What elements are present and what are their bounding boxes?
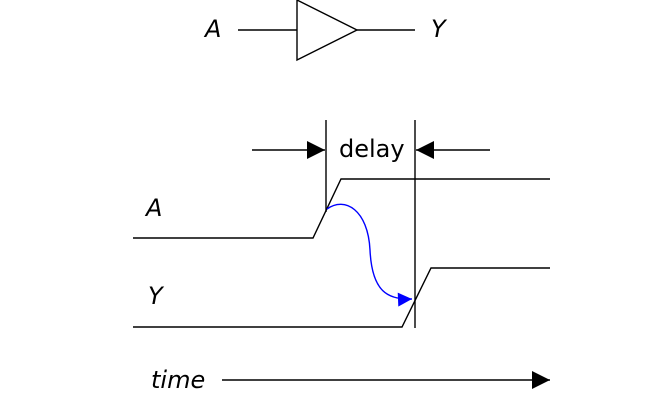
buffer-output-label: Y xyxy=(431,15,448,43)
delay-label: delay xyxy=(339,135,405,163)
time-axis: time xyxy=(151,366,550,394)
signal-a-waveform xyxy=(133,178,550,239)
buffer-gate: A Y xyxy=(203,0,448,62)
buffer-gate-icon xyxy=(296,0,359,62)
signal-y-waveform xyxy=(133,267,550,328)
signal-a-label: A xyxy=(144,194,162,222)
signal-y-label: Y xyxy=(148,282,165,310)
signal-a: A xyxy=(133,178,550,239)
buffer-input-label: A xyxy=(203,15,221,43)
delay-marker: delay xyxy=(252,120,490,328)
time-label: time xyxy=(151,366,205,394)
signal-y: Y xyxy=(133,267,550,328)
causal-arrow-icon xyxy=(326,203,413,307)
